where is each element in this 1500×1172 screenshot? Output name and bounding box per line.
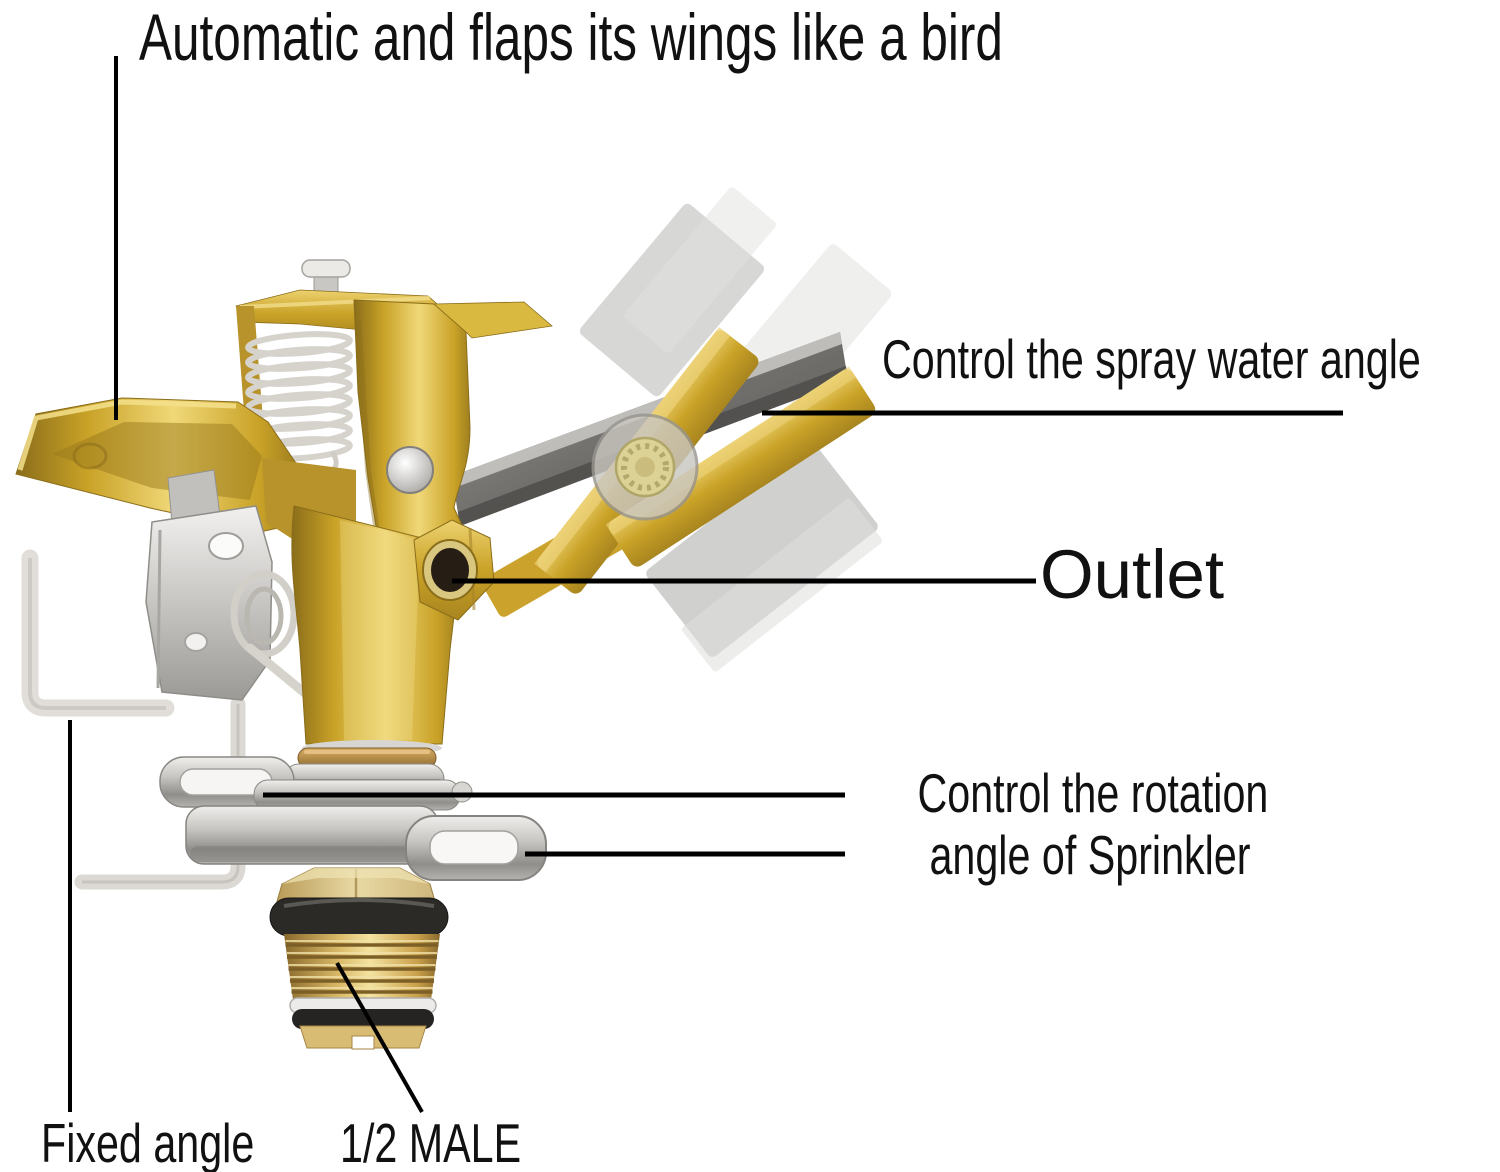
label-automatic-flaps: Automatic and flaps its wings like a bir… [139, 0, 1003, 74]
label-rotation-line1: Control the rotation [917, 762, 1269, 824]
stake-clamp-bracket [145, 469, 361, 719]
pivot-rivet [386, 446, 434, 494]
label-outlet: Outlet [1040, 536, 1225, 613]
label-half-male: 1/2 MALE [340, 1112, 522, 1172]
connector-stack [269, 867, 449, 1050]
label-rotation-line2: angle of Sprinkler [929, 824, 1251, 886]
label-rotation-angle: Control the rotation angle of Sprinkler [917, 762, 1269, 886]
o-ring-lower [292, 1009, 434, 1029]
male-thread [284, 934, 440, 1000]
trip-lever-right [405, 815, 547, 881]
diffuser-screw [591, 413, 699, 521]
rotation-collar-assembly [159, 747, 547, 881]
label-fixed-angle: Fixed angle [41, 1112, 255, 1172]
outlet-hole [431, 548, 469, 592]
ghost-spray-paddles [579, 187, 892, 672]
leader-lines [68, 56, 1343, 1113]
outlet-nozzle [413, 519, 495, 621]
ground-stake-wire [21, 549, 246, 890]
o-ring-upper [269, 897, 449, 937]
label-spray-angle: Control the spray water angle [882, 328, 1421, 390]
leader-half-male [335, 962, 424, 1113]
bottom-cap [299, 1025, 427, 1050]
spray-angle-clamp [481, 327, 876, 617]
arm-hinge-cover [432, 301, 553, 339]
